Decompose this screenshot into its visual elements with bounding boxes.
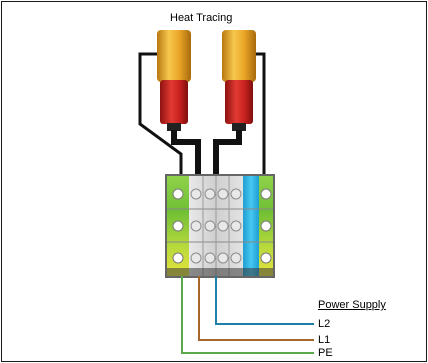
cable-sheath-right [222, 30, 256, 82]
terminal-screws [172, 188, 272, 264]
terminal-row-dividers [167, 208, 273, 243]
cable-sheath-left [157, 30, 191, 82]
conductor-tip-left [167, 123, 181, 131]
screw [172, 188, 184, 200]
l1-label: L1 [318, 334, 331, 346]
cable-inner-wires [171, 130, 242, 176]
wire-l1 [198, 276, 314, 341]
terminal-bottom-band [167, 268, 273, 276]
l2-label: L2 [318, 318, 331, 330]
diagram-title: Heat Tracing [170, 12, 233, 24]
screw [230, 252, 242, 264]
screw [217, 220, 229, 232]
screw [190, 252, 202, 264]
wiring-diagram [138, 30, 314, 354]
screw [172, 252, 184, 264]
conductor-tip-right [232, 123, 246, 131]
terminal-block [165, 174, 275, 278]
conductor-insulation-left [160, 80, 188, 124]
wire-outer-right [256, 52, 266, 176]
wire-pe [181, 276, 314, 354]
wire-outer-left [138, 52, 183, 176]
heat-tracing-cable-right [222, 30, 256, 131]
pe-label: PE [318, 347, 333, 359]
terminal-column-dividers [202, 176, 230, 276]
screw [260, 220, 272, 232]
screw [260, 252, 272, 264]
heat-tracing-cable-left [157, 30, 191, 131]
screw [217, 188, 229, 200]
power-supply-heading: Power Supply [318, 299, 386, 311]
screw [217, 252, 229, 264]
wire-l2 [215, 276, 314, 325]
power-supply-wires [181, 276, 314, 354]
screw [190, 220, 202, 232]
wire-inner-right [213, 130, 242, 176]
wire-inner-left [171, 130, 201, 176]
screw [204, 220, 216, 232]
screw [230, 220, 242, 232]
screw [204, 252, 216, 264]
screw [172, 220, 184, 232]
screw [260, 188, 272, 200]
screw [230, 188, 242, 200]
screw [204, 188, 216, 200]
conductor-insulation-right [225, 80, 253, 124]
terminal-neutral-blue [243, 176, 259, 276]
cable-wires [138, 52, 266, 176]
screw [190, 188, 202, 200]
